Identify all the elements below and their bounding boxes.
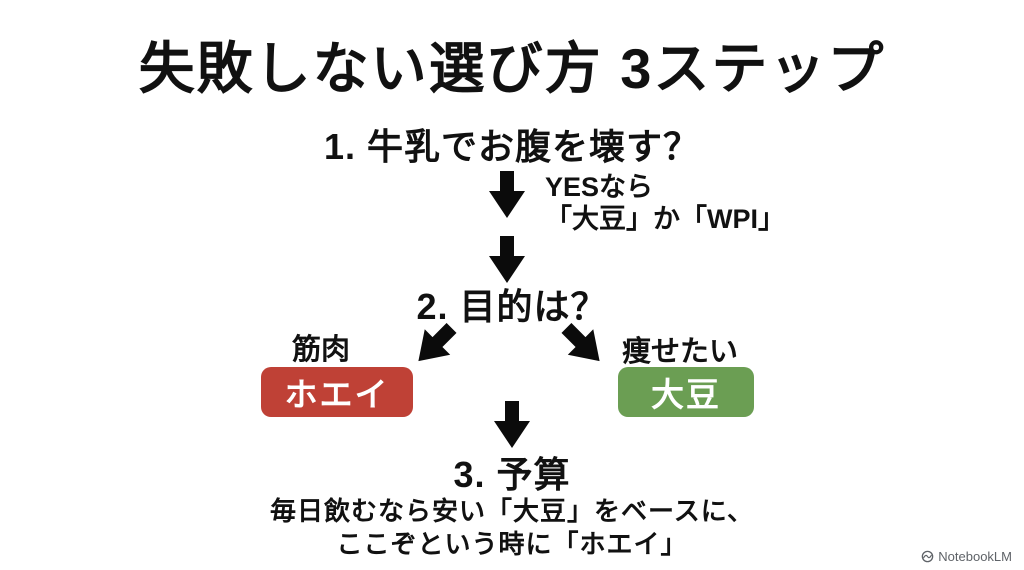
- arrow-down-left-icon: [403, 312, 467, 376]
- page-title: 失敗しない選び方 3ステップ: [138, 37, 886, 100]
- arrow-down-icon: [487, 171, 527, 218]
- arrow-down-icon: [487, 236, 527, 283]
- step3-description-line2: ここぞという時に「ホエイ」: [336, 529, 688, 559]
- step3-description-line1: 毎日飲むなら安い「大豆」をベースに、: [270, 496, 754, 526]
- arrow-down-right-icon: [551, 312, 615, 376]
- notebooklm-logo-icon: [921, 550, 934, 563]
- step2-left-label: 筋肉: [292, 334, 351, 366]
- soy-box: 大豆: [618, 367, 754, 417]
- step1-branch-note: YESなら 「大豆」か「WPI」: [545, 171, 785, 235]
- branch-note-line2: 「大豆」か「WPI」: [545, 204, 785, 234]
- whey-box: ホエイ: [261, 367, 413, 417]
- step2-right-label: 痩せたい: [622, 336, 739, 368]
- watermark-label: NotebookLM: [938, 549, 1012, 564]
- branch-note-line1: YESなら: [545, 172, 654, 202]
- step3-heading: 3. 予算: [453, 454, 571, 495]
- notebooklm-watermark: NotebookLM: [921, 549, 1012, 564]
- step2-heading: 2. 目的は？: [416, 286, 608, 327]
- arrow-down-icon: [490, 401, 534, 448]
- step1-heading: 1. 牛乳でお腹を壊す？: [323, 126, 701, 167]
